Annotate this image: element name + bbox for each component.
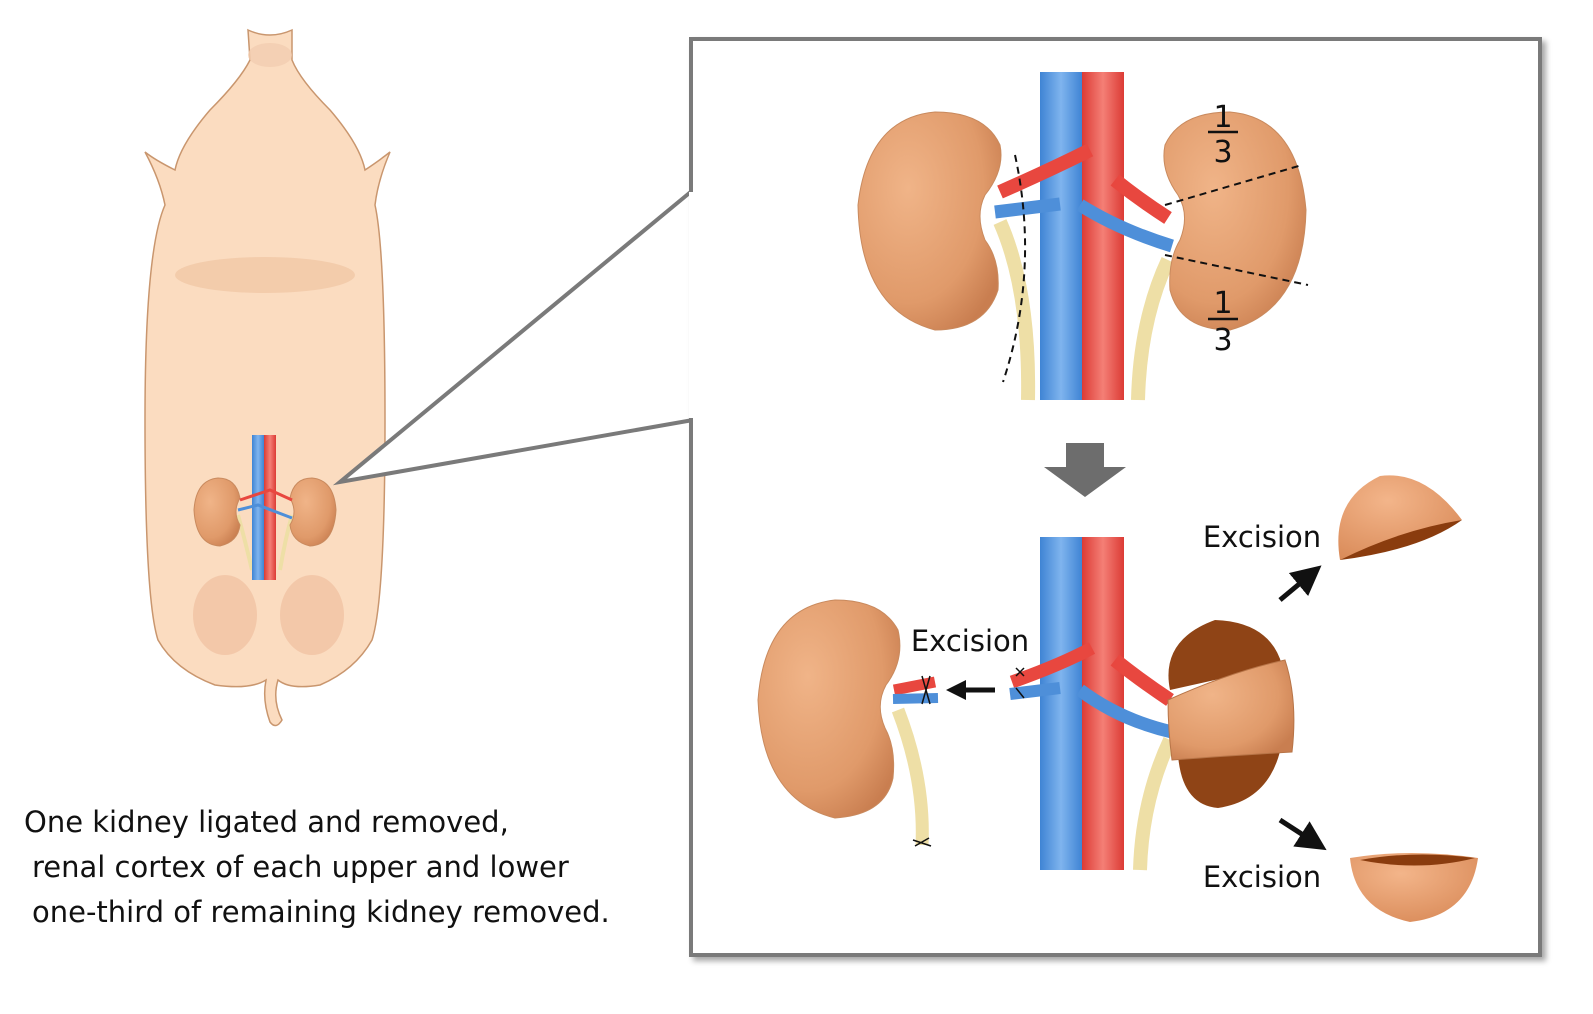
mini-renal-vein [237,503,293,520]
arrow-left-head [946,680,966,700]
ligation-line-left [1002,154,1027,383]
vena-cava-bottom [1040,537,1082,870]
renal-vein-stump [1009,682,1061,700]
label-excision-bottom: Excision [1203,860,1321,894]
kidney-remaining-lower-pole [1178,742,1282,808]
renal-artery-right-top [1110,174,1172,224]
frame-opening [689,192,695,418]
excised-cap-lower-cut [1360,854,1475,866]
fraction-lower-denominator: 3 [1213,323,1232,358]
mini-aorta [264,435,276,580]
pig-shading-right-hip [280,575,344,655]
vena-cava-top [1040,72,1082,400]
fraction-lower-numerator: 1 [1213,286,1232,321]
arrow-down-right-icon [1278,817,1327,851]
renal-vein-right-top [1076,199,1174,253]
mini-kidney-right [289,477,337,547]
fraction-upper-numerator: 1 [1213,100,1232,135]
kidney-right-top [1163,111,1307,331]
bottom-panel: Excision Excision Excision [757,475,1478,922]
renal-artery-right-bottom [1110,654,1174,706]
renal-artery-left-top [997,143,1094,199]
removed-renal-artery [892,676,937,696]
mini-vena-cava [252,435,264,580]
arrow-up-right-icon [1278,565,1322,602]
pig-shading-mid [175,257,355,293]
down-arrow-icon [1044,443,1126,497]
pig-shading-left-hip [193,575,257,655]
ureter-right-top [1131,257,1175,401]
kidney-remaining-middle [1167,659,1295,761]
pig-kidney-mini [193,435,337,580]
excised-cap-lower [1350,853,1478,922]
mini-ureter-right [278,514,294,571]
ureter-removed-kidney [891,707,929,846]
excised-cap-upper-cut [1340,520,1462,560]
mini-ureter-left [236,514,254,571]
pig-body [144,28,391,727]
caption-line-2: renal cortex of each upper and lower [32,850,569,884]
renal-artery-stump [1009,642,1096,689]
kidney-removed [757,599,901,819]
ureter-right-bottom [1133,737,1177,871]
stump-ligature-icon [1015,667,1025,699]
kidney-remaining-upper-pole [1168,620,1282,690]
excised-cap-upper [1338,475,1462,560]
top-panel: 1 3 1 3 [857,72,1309,401]
mini-kidney-left [193,477,241,547]
ureter-ligature-icon [912,837,932,847]
renal-vein-right-bottom [1076,684,1174,739]
label-excision-top: Excision [1203,520,1321,554]
label-excision-middle: Excision [911,624,1029,658]
caption-line-3: one-third of remaining kidney removed. [32,895,610,929]
pig-neck-shading [248,43,292,67]
removed-vessel-ligature-icon [921,675,931,705]
removed-renal-vein [892,693,939,704]
fraction-upper-denominator: 3 [1213,135,1232,170]
cut-line-lower [1164,254,1309,286]
renal-vein-left-top [994,197,1061,219]
pig-body-group [144,28,391,727]
mini-renal-artery [239,488,293,502]
caption: One kidney ligated and removed, renal co… [24,800,704,935]
callout-pointer [332,188,695,486]
kidney-left-top [857,111,1002,331]
caption-line-1: One kidney ligated and removed, [24,805,509,839]
aorta-top [1082,72,1124,400]
